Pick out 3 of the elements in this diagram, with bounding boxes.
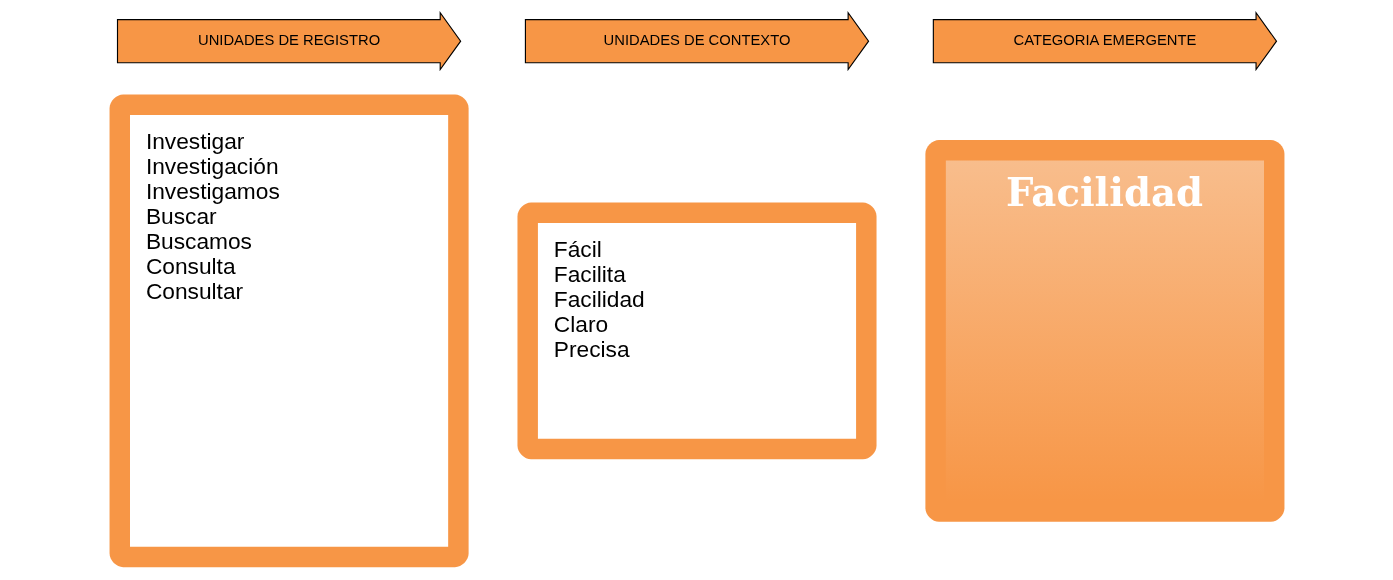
node-box: Fácil Facilita Facilidad Claro Precisa [516,202,877,460]
node-box: Investigar Investigación Investigamos Buscar Buscamos Consulta Consultar [109,94,469,568]
node-box: Facilidad [924,140,1284,522]
